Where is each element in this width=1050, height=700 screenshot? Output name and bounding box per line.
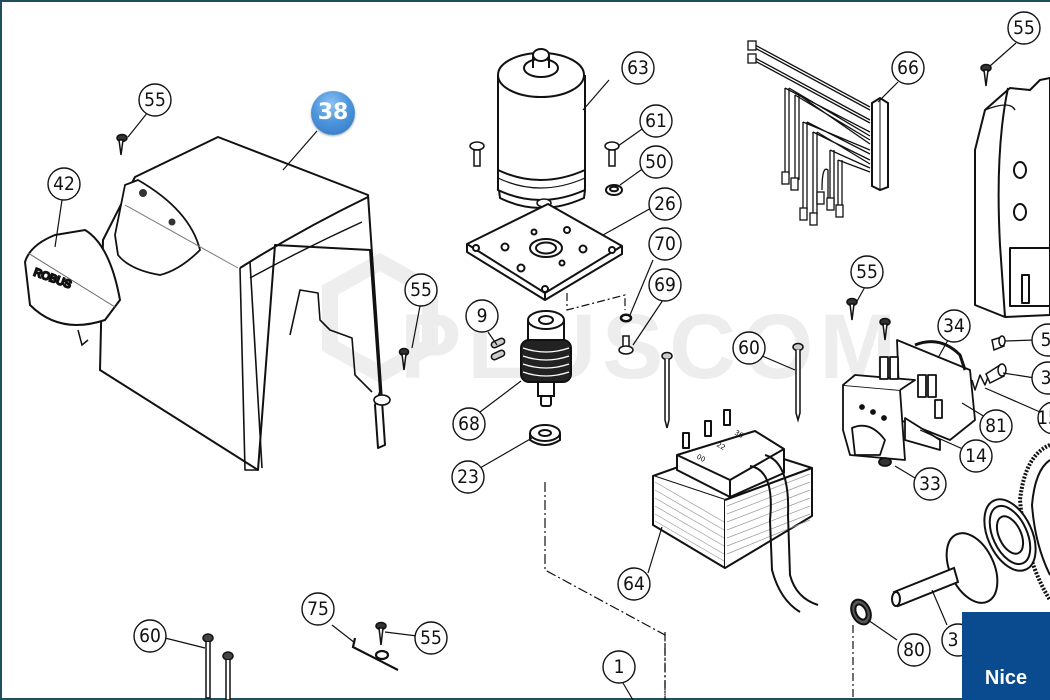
terminal-label: 00	[695, 453, 707, 464]
terminal-label: 36	[733, 429, 745, 441]
callout-34[interactable]: 34	[937, 309, 971, 343]
svg-text:5: 5	[1041, 329, 1050, 351]
shaft-part[interactable]	[891, 525, 1008, 611]
callout-26[interactable]: 26	[648, 187, 682, 221]
long-screw-part[interactable]	[202, 633, 234, 700]
svg-text:55: 55	[856, 261, 878, 283]
callout-75[interactable]: 75	[301, 592, 335, 626]
nice-logo-text: Nice	[984, 667, 1028, 689]
svg-text:60: 60	[738, 337, 760, 359]
svg-text:34: 34	[943, 315, 965, 337]
limit-switch-assembly-part[interactable]	[842, 339, 991, 467]
svg-text:33: 33	[919, 473, 941, 495]
svg-text:66: 66	[897, 57, 919, 79]
callout-80[interactable]: 80	[897, 633, 931, 667]
bearing-part[interactable]	[974, 491, 1046, 578]
screw-part[interactable]	[980, 63, 992, 87]
callout-15-cropped[interactable]: 15	[1037, 401, 1050, 435]
svg-text:55: 55	[144, 89, 166, 111]
svg-text:26: 26	[654, 193, 676, 215]
svg-text:80: 80	[903, 639, 925, 661]
assembly-line	[566, 293, 626, 311]
wiring-harness-part[interactable]	[747, 40, 889, 226]
spring-clip-part[interactable]	[351, 637, 399, 671]
callout-1[interactable]: 1	[602, 650, 636, 684]
control-unit-part[interactable]	[974, 77, 1050, 318]
highlighted-part-badge[interactable]: 38	[311, 91, 355, 135]
callout-60[interactable]: 60	[732, 331, 766, 365]
screw-part[interactable]	[991, 335, 1006, 352]
svg-text:55: 55	[420, 627, 442, 649]
callout-3-cropped[interactable]: 3	[1031, 361, 1050, 395]
callout-68[interactable]: 68	[452, 407, 486, 441]
leader-lines	[54, 42, 1041, 700]
svg-text:15: 15	[1037, 407, 1050, 429]
svg-text:3: 3	[948, 629, 959, 651]
front-cover-part[interactable]: ROBUS	[23, 228, 122, 347]
nice-brand-logo: Nice	[962, 612, 1050, 700]
callout-55[interactable]: 55	[850, 255, 884, 289]
screw-part[interactable]	[116, 133, 128, 156]
pin-part[interactable]	[985, 363, 1007, 385]
pin-part[interactable]	[618, 335, 634, 355]
bushing-part[interactable]	[529, 424, 561, 446]
callout-70[interactable]: 70	[648, 227, 682, 261]
callout-42[interactable]: 42	[47, 167, 81, 201]
callout-55[interactable]: 55	[1007, 11, 1041, 45]
callout-layer: 55 42 55 63 61 50 26 70 69 9 68 23 60 64…	[47, 11, 1050, 684]
top-cover-part[interactable]	[99, 136, 391, 471]
svg-text:60: 60	[139, 625, 161, 647]
svg-text:55: 55	[1013, 17, 1035, 39]
motor-part[interactable]	[497, 48, 586, 209]
svg-text:63: 63	[627, 57, 649, 79]
callout-50[interactable]: 50	[639, 145, 673, 179]
callout-9[interactable]: 9	[465, 299, 499, 333]
callout-66[interactable]: 66	[891, 51, 925, 85]
callout-81[interactable]: 81	[979, 409, 1013, 443]
callout-63[interactable]: 63	[621, 51, 655, 85]
callout-33[interactable]: 33	[913, 467, 947, 501]
svg-text:75: 75	[307, 598, 329, 620]
svg-text:23: 23	[457, 466, 479, 488]
screw-part[interactable]	[375, 621, 387, 646]
callout-69[interactable]: 69	[648, 268, 682, 302]
dowel-pins-part[interactable]	[490, 337, 506, 361]
callout-55[interactable]: 55	[414, 621, 448, 655]
svg-text:50: 50	[645, 151, 667, 173]
svg-text:1: 1	[614, 656, 625, 678]
svg-text:69: 69	[654, 274, 676, 296]
svg-text:3: 3	[1041, 367, 1050, 389]
callout-55[interactable]: 55	[138, 83, 172, 117]
svg-text:81: 81	[985, 415, 1007, 437]
callout-23[interactable]: 23	[451, 460, 485, 494]
transformer-part[interactable]: 00 22 36	[652, 409, 819, 613]
seal-ring-part[interactable]	[847, 596, 874, 627]
svg-text:70: 70	[654, 233, 676, 255]
screw-part[interactable]	[846, 297, 891, 341]
callout-55[interactable]: 55	[404, 273, 438, 307]
washer-part[interactable]	[605, 184, 623, 196]
svg-text:61: 61	[645, 110, 667, 132]
watermark-logo-icon	[322, 252, 438, 384]
screw-part[interactable]	[398, 347, 410, 371]
long-screw-part[interactable]	[661, 342, 804, 429]
worm-screw-part[interactable]	[520, 310, 572, 407]
svg-text:64: 64	[623, 573, 645, 595]
callout-61[interactable]: 61	[639, 104, 673, 138]
svg-text:68: 68	[458, 413, 480, 435]
flange-plate-part[interactable]	[466, 203, 623, 301]
svg-text:42: 42	[53, 173, 75, 195]
callout-14[interactable]: 14	[959, 439, 993, 473]
gear-part[interactable]	[1017, 443, 1050, 602]
callout-60[interactable]: 60	[133, 619, 167, 653]
svg-text:9: 9	[477, 305, 488, 327]
svg-text:14: 14	[965, 445, 987, 467]
terminal-label: 22	[715, 441, 727, 452]
callout-5-cropped[interactable]: 5	[1031, 323, 1050, 357]
o-ring-part[interactable]	[619, 313, 633, 323]
svg-text:55: 55	[410, 279, 432, 301]
callout-64[interactable]: 64	[617, 567, 651, 601]
